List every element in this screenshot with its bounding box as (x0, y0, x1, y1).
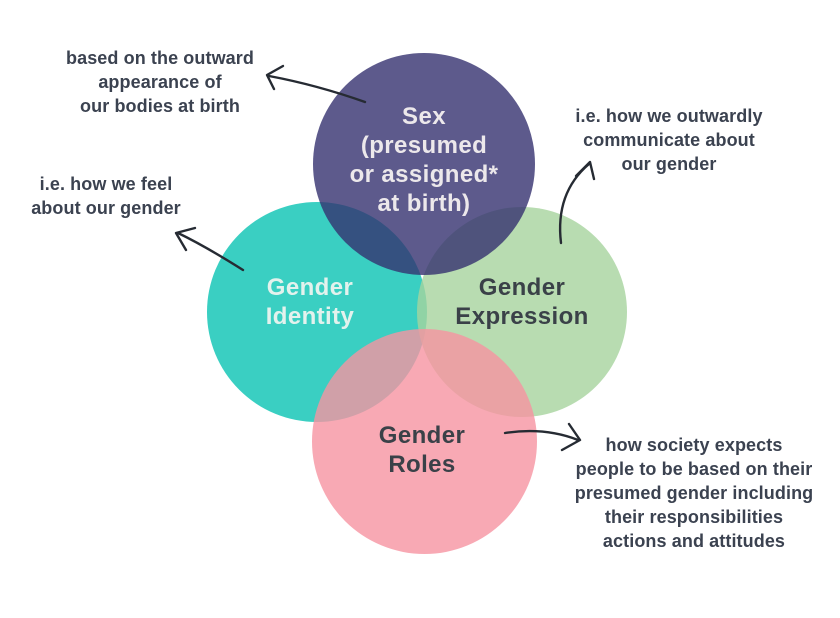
roles-annotation-line: how society expects (605, 435, 783, 455)
sex-label-line: at birth) (377, 190, 471, 217)
gender-expression-label: Gender Expression (412, 273, 632, 331)
sex-label-line: (presumed (360, 132, 488, 159)
identity-annotation-line: about our gender (31, 198, 181, 218)
expression-annotation-line: our gender (621, 154, 717, 174)
gender-identity-annotation: i.e. how we feel about our gender (0, 172, 212, 220)
roles-annotation-line: presumed gender including (574, 483, 814, 503)
sex-annotation: based on the outward appearance of our b… (29, 46, 291, 118)
identity-label-line: Identity (265, 303, 355, 330)
expression-annotation-line: i.e. how we outwardly (575, 106, 763, 126)
expression-label-line: Gender (478, 274, 566, 301)
roles-annotation-line: their responsibilities (604, 507, 784, 527)
expression-annotation-line: communicate about (583, 130, 755, 150)
sex-annotation-line: based on the outward (65, 48, 254, 68)
roles-label-line: Roles (388, 451, 456, 478)
gender-roles-circle (312, 329, 537, 554)
sex-label-line: or assigned* (349, 161, 499, 188)
sex-annotation-line: appearance of (98, 72, 222, 92)
identity-annotation-line: i.e. how we feel (39, 174, 173, 194)
gender-identity-label: Gender Identity (210, 273, 410, 331)
sex-circle-label: Sex (presumed or assigned* at birth) (314, 102, 534, 218)
roles-annotation-line: people to be based on their (575, 459, 813, 479)
gender-roles-label: Gender Roles (322, 421, 522, 479)
expression-label-line: Expression (455, 303, 589, 330)
sex-annotation-line: our bodies at birth (80, 96, 240, 116)
identity-label-line: Gender (266, 274, 354, 301)
gender-roles-annotation: how society expects people to be based o… (552, 433, 836, 553)
roles-label-line: Gender (378, 422, 466, 449)
sex-label-line: Sex (402, 103, 446, 130)
roles-annotation-line: actions and attitudes (602, 531, 786, 551)
gender-expression-annotation: i.e. how we outwardly communicate about … (553, 104, 785, 176)
